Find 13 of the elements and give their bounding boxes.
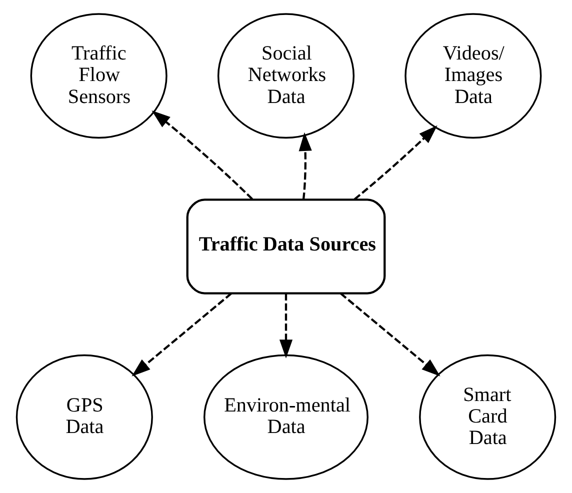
node-circle: Traffic Flow Sensors (30, 13, 168, 139)
arrow (354, 125, 438, 200)
node-box: Traffic Data Sources (186, 198, 386, 294)
arrow (298, 132, 312, 200)
node-circle: Social Networks Data (217, 13, 355, 139)
arrow (152, 110, 254, 200)
node-circle: GPS Data (16, 354, 153, 480)
node-circle: Videos/ Images Data (404, 13, 542, 139)
arrow (132, 292, 232, 376)
node-circle: Smart Card Data (419, 354, 556, 480)
arrow (279, 293, 293, 358)
arrow (340, 292, 440, 376)
node-ellipse: Environ-mental Data (204, 354, 368, 480)
